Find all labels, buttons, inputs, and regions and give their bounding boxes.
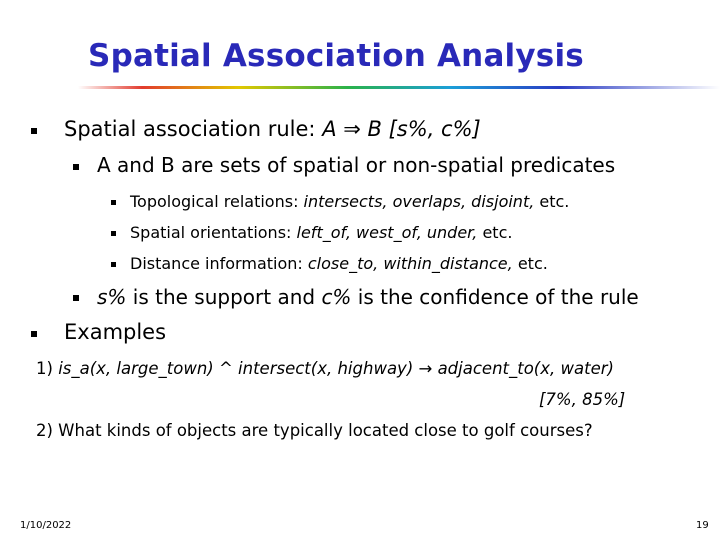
slide-title: Spatial Association Analysis — [88, 38, 584, 74]
bullet-examples: Examples — [64, 320, 167, 344]
example-2: 2) What kinds of objects are typically l… — [36, 421, 593, 440]
bullet-support: s% is the support and c% is the confiden… — [97, 285, 639, 309]
bullet-square-icon — [73, 164, 79, 170]
support-mid: is the support and — [126, 285, 322, 309]
dist-suffix: etc. — [512, 254, 548, 273]
title-gradient-rule — [78, 86, 720, 89]
orient-values: left_of, west_of, under, — [296, 223, 478, 242]
bullet-square-icon — [111, 262, 116, 267]
bullet-distance: Distance information: close_to, within_d… — [130, 254, 548, 273]
rule-prefix: Spatial association rule: — [64, 117, 323, 141]
example-1-metrics-text: [7%, 85%] — [539, 390, 626, 409]
topo-label: Topological relations: — [130, 192, 304, 211]
example-1-prefix: 1) — [36, 359, 59, 378]
footer-date: 1/10/2022 — [20, 520, 72, 531]
example-1-rule: is_a(x, large_town) ^ intersect(x, highw… — [58, 359, 614, 378]
example-1-metrics: [7%, 85%] — [539, 390, 625, 409]
bullet-square-icon — [73, 295, 79, 301]
dist-values: close_to, within_distance, — [307, 254, 513, 273]
rule-formula: A ⇒ B [s%, c%] — [322, 117, 481, 141]
dist-label: Distance information: — [130, 254, 308, 273]
orient-suffix: etc. — [477, 223, 513, 242]
bullet-orientations: Spatial orientations: left_of, west_of, … — [130, 223, 512, 242]
bullet-topological: Topological relations: intersects, overl… — [130, 192, 569, 211]
bullet-square-icon — [31, 128, 37, 134]
support-end: is the confidence of the rule — [351, 285, 639, 309]
footer-page-number: 19 — [696, 520, 709, 531]
topo-suffix: etc. — [534, 192, 570, 211]
example-1: 1) is_a(x, large_town) ^ intersect(x, hi… — [36, 359, 614, 378]
bullet-square-icon — [111, 231, 116, 236]
bullet-square-icon — [31, 331, 37, 337]
bullet-square-icon — [111, 200, 116, 205]
support-s: s% — [97, 285, 127, 309]
orient-label: Spatial orientations: — [130, 223, 297, 242]
bullet-sets: A and B are sets of spatial or non-spati… — [97, 153, 616, 177]
support-c: c% — [321, 285, 352, 309]
bullet-rule: Spatial association rule: A ⇒ B [s%, c%] — [64, 117, 481, 141]
topo-values: intersects, overlaps, disjoint, — [303, 192, 535, 211]
